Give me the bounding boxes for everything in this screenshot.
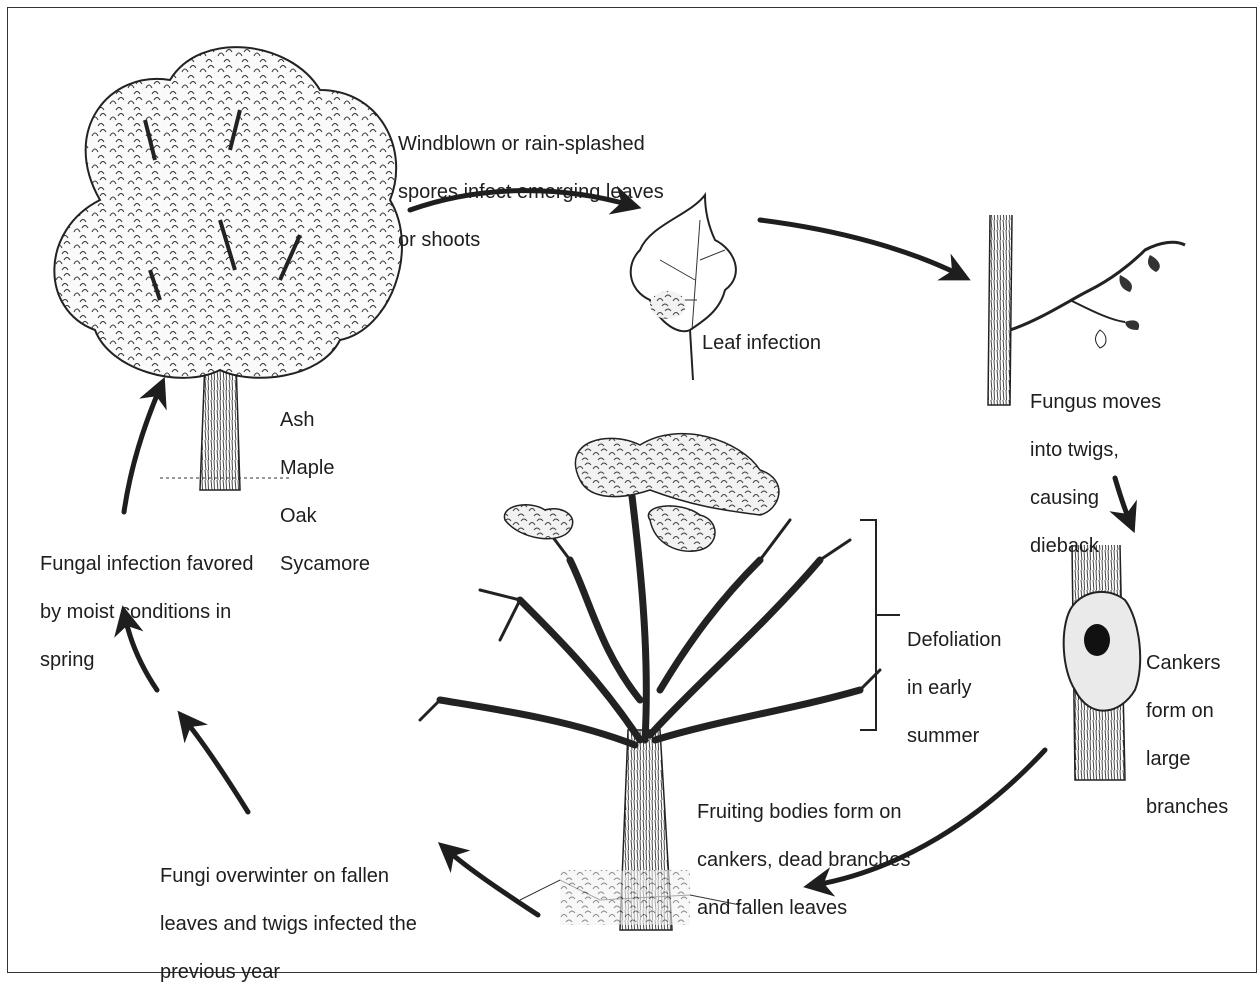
label-favored-line1: Fungal infection favored xyxy=(40,552,253,576)
arrow-spring-to-tree xyxy=(124,388,160,512)
label-windblown: Windblown or rain-splashed spores infect… xyxy=(398,108,664,276)
label-favored: Fungal infection favored by moist condit… xyxy=(40,528,253,696)
defoliation-bracket xyxy=(860,520,900,730)
host-maple: Maple xyxy=(280,456,370,480)
label-twigs-line4: dieback xyxy=(1030,534,1161,558)
label-windblown-line2: spores infect emerging leaves xyxy=(398,180,664,204)
label-fruiting: Fruiting bodies form on cankers, dead br… xyxy=(697,776,910,944)
label-twigs: Fungus moves into twigs, causing dieback xyxy=(1030,366,1161,582)
label-windblown-line1: Windblown or rain-splashed xyxy=(398,132,664,156)
arrow-fruiting-to-overwinter xyxy=(447,850,538,915)
label-defoliation-line3: summer xyxy=(907,724,1002,748)
label-fruiting-line3: and fallen leaves xyxy=(697,896,910,920)
label-overwinter: Fungi overwinter on fallen leaves and tw… xyxy=(160,840,417,1008)
label-cankers-line4: branches xyxy=(1146,795,1228,819)
label-overwinter-line1: Fungi overwinter on fallen xyxy=(160,864,417,888)
host-ash: Ash xyxy=(280,408,370,432)
label-defoliation-line2: in early xyxy=(907,676,1002,700)
arrow-leaf-to-twig xyxy=(760,220,960,275)
host-list: Ash Maple Oak Sycamore xyxy=(280,384,370,600)
host-oak: Oak xyxy=(280,504,370,528)
label-windblown-line3: or shoots xyxy=(398,228,664,252)
label-defoliation-line1: Defoliation xyxy=(907,628,1002,652)
label-twigs-line1: Fungus moves xyxy=(1030,390,1161,414)
label-overwinter-line2: leaves and twigs infected the xyxy=(160,912,417,936)
label-cankers-line2: form on xyxy=(1146,699,1228,723)
arrow-overwinter-to-spring-a xyxy=(185,720,248,812)
label-fruiting-line1: Fruiting bodies form on xyxy=(697,800,910,824)
label-twigs-line3: causing xyxy=(1030,486,1161,510)
label-favored-line3: spring xyxy=(40,648,253,672)
label-cankers-line3: large xyxy=(1146,747,1228,771)
label-defoliation: Defoliation in early summer xyxy=(907,604,1002,772)
label-leaf-infection: Leaf infection xyxy=(702,331,821,355)
label-cankers-line1: Cankers xyxy=(1146,651,1228,675)
label-fruiting-line2: cankers, dead branches xyxy=(697,848,910,872)
label-twigs-line2: into twigs, xyxy=(1030,438,1161,462)
label-overwinter-line3: previous year xyxy=(160,960,417,984)
host-sycamore: Sycamore xyxy=(280,552,370,576)
label-cankers: Cankers form on large branches xyxy=(1146,627,1228,843)
label-favored-line2: by moist conditions in xyxy=(40,600,253,624)
